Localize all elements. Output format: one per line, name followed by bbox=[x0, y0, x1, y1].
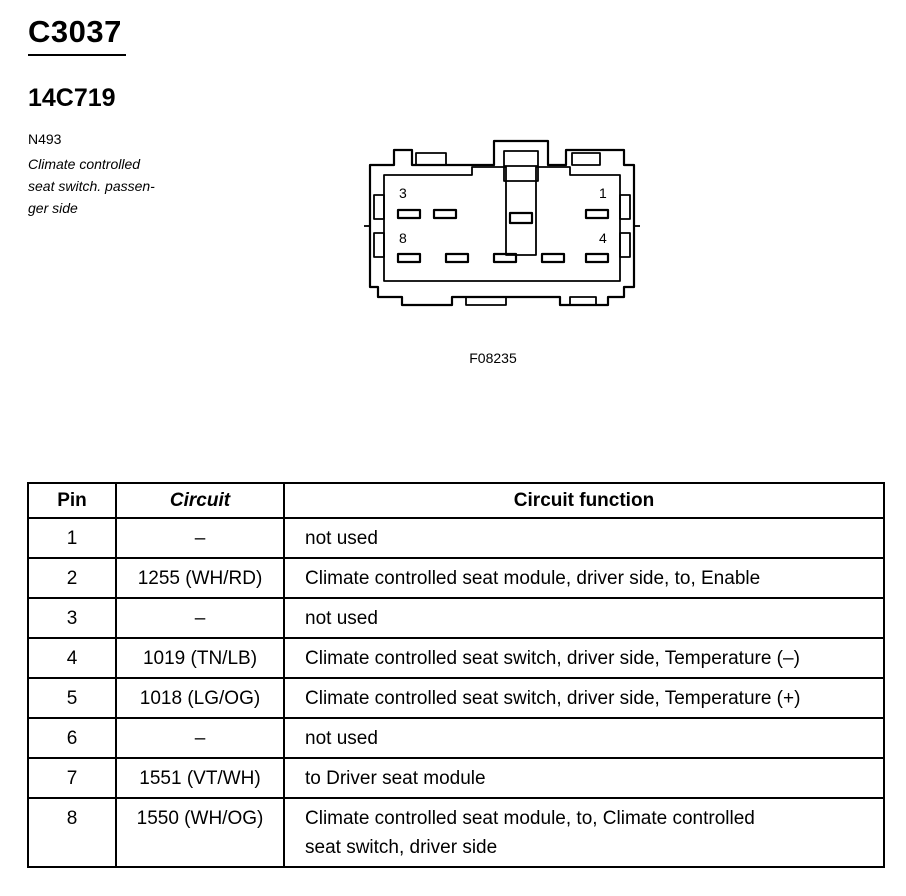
figure-code: F08235 bbox=[469, 350, 517, 366]
pin-cell: 8 bbox=[27, 797, 117, 868]
pin-cell: 7 bbox=[27, 757, 117, 799]
connector-face-diagram: 3 1 8 4 bbox=[364, 139, 640, 307]
right-side-latch bbox=[619, 194, 631, 220]
column-header-function: Circuit function bbox=[283, 482, 885, 519]
table-header-row: Pin Circuit Circuit function bbox=[27, 482, 885, 519]
connector-id: C3037 bbox=[28, 14, 122, 49]
pin-cell: 2 bbox=[27, 557, 117, 599]
description-line: ger side bbox=[28, 200, 78, 216]
description-line: Climate controlled bbox=[28, 156, 141, 172]
function-line: Climate controlled seat module, to, Clim… bbox=[305, 808, 755, 829]
table-row: 2 1255 (WH/RD) Climate controlled seat m… bbox=[27, 557, 885, 599]
function-cell: Climate controlled seat module, driver s… bbox=[283, 557, 885, 599]
function-cell: to Driver seat module bbox=[283, 757, 885, 799]
terminal-cavity-pin-1 bbox=[584, 208, 610, 220]
pin-label-4: 4 bbox=[599, 230, 607, 246]
pin-label-8: 8 bbox=[399, 230, 407, 246]
pin-label-3: 3 bbox=[399, 185, 407, 201]
pin-cell: 4 bbox=[27, 637, 117, 679]
function-line: seat switch, driver side bbox=[305, 837, 498, 858]
function-cell: not used bbox=[283, 597, 885, 639]
terminal-cavity bbox=[540, 252, 566, 264]
top-clip bbox=[571, 152, 601, 166]
table-row: 1 – not used bbox=[27, 517, 885, 559]
description-line: seat switch. passen- bbox=[28, 178, 155, 194]
left-side-latch bbox=[373, 194, 385, 220]
table-row: 5 1018 (LG/OG) Climate controlled seat s… bbox=[27, 677, 885, 719]
connector-description: Climate controlled seat switch. passen- … bbox=[28, 153, 198, 219]
pinout-table: Pin Circuit Circuit function 1 – not use… bbox=[27, 482, 885, 868]
function-cell: Climate controlled seat switch, driver s… bbox=[283, 677, 885, 719]
table-row: 8 1550 (WH/OG) Climate controlled seat m… bbox=[27, 797, 885, 868]
title-underline bbox=[28, 54, 126, 56]
table-row: 6 – not used bbox=[27, 717, 885, 759]
part-number: 14C719 bbox=[28, 84, 116, 112]
circuit-cell: 1550 (WH/OG) bbox=[115, 797, 285, 868]
circuit-cell: 1019 (TN/LB) bbox=[115, 637, 285, 679]
function-cell: not used bbox=[283, 517, 885, 559]
function-cell: Climate controlled seat module, to, Clim… bbox=[283, 797, 885, 868]
circuit-cell: 1255 (WH/RD) bbox=[115, 557, 285, 599]
terminal-cavity bbox=[492, 252, 518, 264]
terminal-cavity bbox=[432, 208, 458, 220]
circuit-cell: 1551 (VT/WH) bbox=[115, 757, 285, 799]
terminal-cavity-pin-3 bbox=[396, 208, 422, 220]
function-cell: Climate controlled seat switch, driver s… bbox=[283, 637, 885, 679]
circuit-cell: 1018 (LG/OG) bbox=[115, 677, 285, 719]
circuit-cell: – bbox=[115, 517, 285, 559]
description-code: N493 bbox=[28, 131, 62, 147]
table-row: 7 1551 (VT/WH) to Driver seat module bbox=[27, 757, 885, 799]
table-row: 4 1019 (TN/LB) Climate controlled seat s… bbox=[27, 637, 885, 679]
column-header-circuit: Circuit bbox=[115, 482, 285, 519]
terminal-cavity-pin-4 bbox=[584, 252, 610, 264]
connector-inner-outline bbox=[383, 166, 621, 282]
connector-housing-outline bbox=[368, 139, 636, 307]
terminal-cavity bbox=[444, 252, 470, 264]
terminal-cavity-pin-8 bbox=[396, 252, 422, 264]
table-row: 3 – not used bbox=[27, 597, 885, 639]
function-cell: not used bbox=[283, 717, 885, 759]
terminal-cavity bbox=[508, 211, 534, 225]
left-side-latch bbox=[373, 232, 385, 258]
column-header-pin: Pin bbox=[27, 482, 117, 519]
circuit-cell: – bbox=[115, 717, 285, 759]
top-clip bbox=[415, 152, 447, 166]
circuit-cell: – bbox=[115, 597, 285, 639]
pin-cell: 3 bbox=[27, 597, 117, 639]
pin-label-1: 1 bbox=[599, 185, 607, 201]
right-side-latch bbox=[619, 232, 631, 258]
pin-cell: 6 bbox=[27, 717, 117, 759]
bottom-boss bbox=[569, 296, 597, 306]
bottom-boss bbox=[465, 296, 507, 306]
pin-cell: 1 bbox=[27, 517, 117, 559]
pin-cell: 5 bbox=[27, 677, 117, 719]
